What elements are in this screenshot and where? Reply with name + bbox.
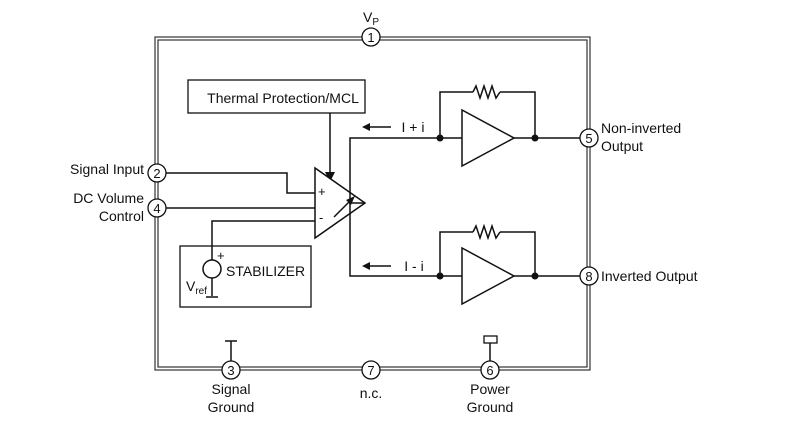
amp-minus-sign: - [319, 210, 323, 225]
stabilizer-label: STABILIZER [226, 263, 305, 279]
vref-label: Vref [186, 278, 207, 297]
thermal-protection-label: Thermal Protection/MCL [207, 90, 359, 106]
pin-4-number: 4 [153, 201, 160, 216]
pin-5: 5 [579, 128, 599, 148]
bottom-feedback-resistor [472, 223, 501, 241]
pin-2: 2 [147, 163, 315, 194]
pin-6: 6 [480, 335, 500, 380]
bottom-current-arrow-head [362, 262, 370, 270]
stabilizer-block [179, 245, 312, 308]
top-current-arrow-head [362, 123, 370, 131]
non-inverted-label-line2: Output [601, 138, 643, 154]
thermal-protection-block [187, 79, 366, 114]
pin-1-number: 1 [367, 30, 374, 45]
top-output-amplifier [436, 83, 580, 168]
stabilizer-feed-line [211, 220, 315, 260]
inverted-output-label: Inverted Output [601, 268, 698, 284]
non-inverted-label-line1: Non-inverted [601, 120, 681, 136]
signal-ground-label-line2: Ground [208, 399, 255, 415]
supply-label: VP [363, 9, 379, 28]
top-branch-line [349, 137, 440, 204]
signal-ground-label-line1: Signal [212, 381, 251, 397]
bottom-output-amplifier [436, 223, 580, 306]
amp-plus-sign: + [318, 184, 326, 199]
power-ground-symbol [483, 335, 498, 344]
nc-label: n.c. [360, 385, 383, 401]
pin-8-number: 8 [585, 269, 592, 284]
pin-8: 8 [579, 266, 599, 286]
dc-volume-label-line2: Control [99, 208, 144, 224]
pin-3: 3 [221, 340, 241, 380]
pin-6-number: 6 [486, 363, 493, 378]
signal-input-label: Signal Input [70, 161, 144, 177]
volume-amplifier [314, 166, 367, 240]
pin-7: 7 [361, 360, 381, 380]
pin-3-number: 3 [227, 363, 234, 378]
power-ground-label-line2: Ground [467, 399, 514, 415]
pin-2-number: 2 [153, 166, 160, 181]
thermal-arrow-head [325, 172, 335, 182]
top-feedback-resistor [472, 83, 501, 101]
power-ground-label-line1: Power [470, 381, 510, 397]
pin-4: 4 [147, 198, 315, 218]
pin-5-number: 5 [585, 131, 592, 146]
bottom-branch-line [349, 203, 440, 277]
pin-1: 1 [361, 27, 381, 47]
vref-plus-sign: + [217, 248, 225, 263]
top-current-label: I + i [402, 119, 425, 135]
pin-7-number: 7 [367, 363, 374, 378]
dc-volume-label-line1: DC Volume [73, 190, 144, 206]
bottom-current-label: I - i [404, 258, 423, 274]
